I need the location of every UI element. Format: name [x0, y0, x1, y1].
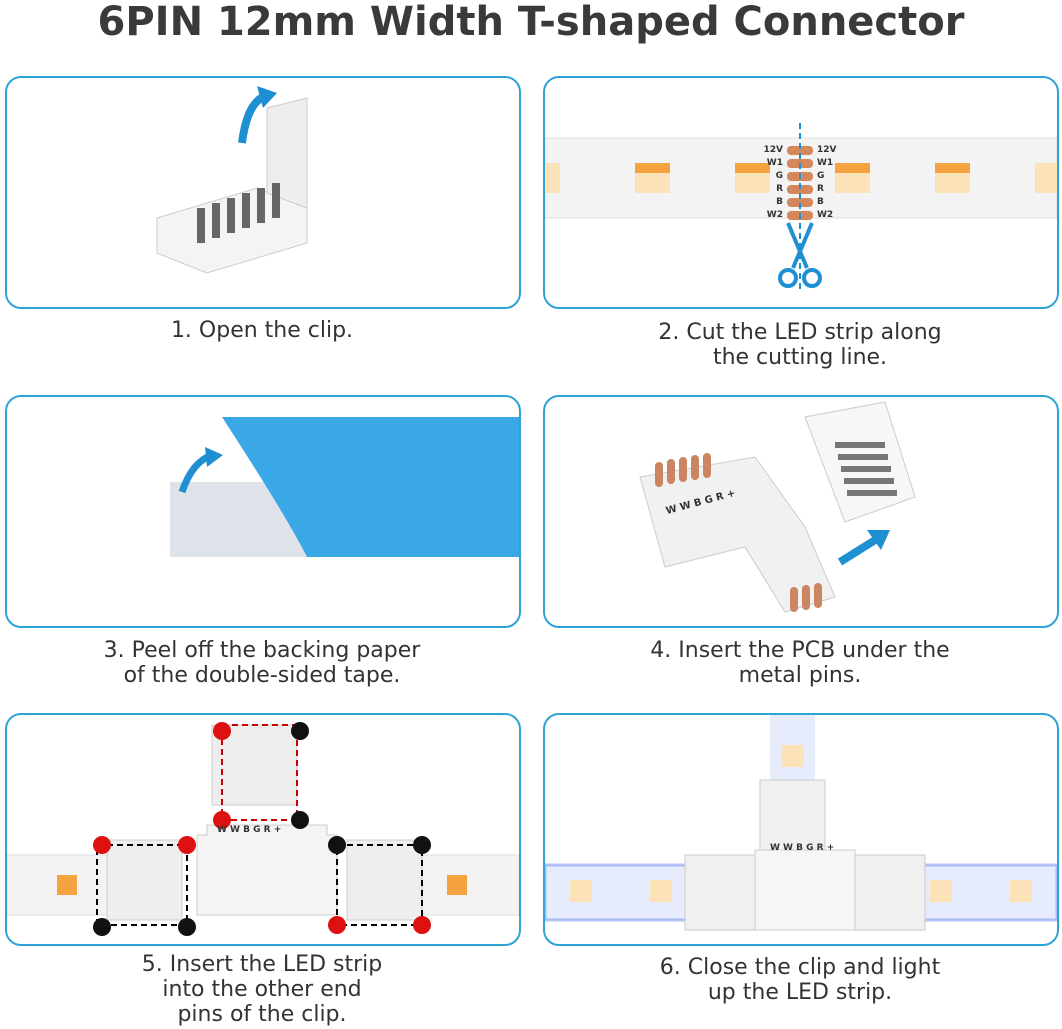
- open-clip-illustration: [156, 86, 308, 274]
- led-strip-cut-illustration: [545, 123, 1057, 293]
- arrow-icon: [238, 92, 267, 144]
- arrow-icon: [837, 533, 883, 566]
- page-title: 6PIN 12mm Width T-shaped Connector: [97, 0, 965, 45]
- plus-icon: [93, 722, 431, 934]
- insert-pcb-illustration: [639, 401, 916, 613]
- scissors-icon: [778, 222, 822, 288]
- minus-icon: [93, 722, 431, 936]
- closed-clip-lit-strip-illustration: [545, 715, 1057, 931]
- step-4-image: W W B G R +: [543, 395, 1059, 628]
- step-6-image: W W B G R +: [543, 713, 1059, 946]
- step-3-image: [5, 395, 521, 628]
- step-1-image: [5, 76, 521, 309]
- insert-led-strip-illustration: [7, 722, 519, 936]
- pcb-label: W W B G R +: [770, 843, 835, 853]
- peel-tape-illustration: [170, 417, 519, 557]
- step-5-image: W W B G R +: [5, 713, 521, 946]
- step-1-caption: 1. Open the clip.: [170, 318, 354, 343]
- pcb-label: W W B G R +: [217, 825, 282, 835]
